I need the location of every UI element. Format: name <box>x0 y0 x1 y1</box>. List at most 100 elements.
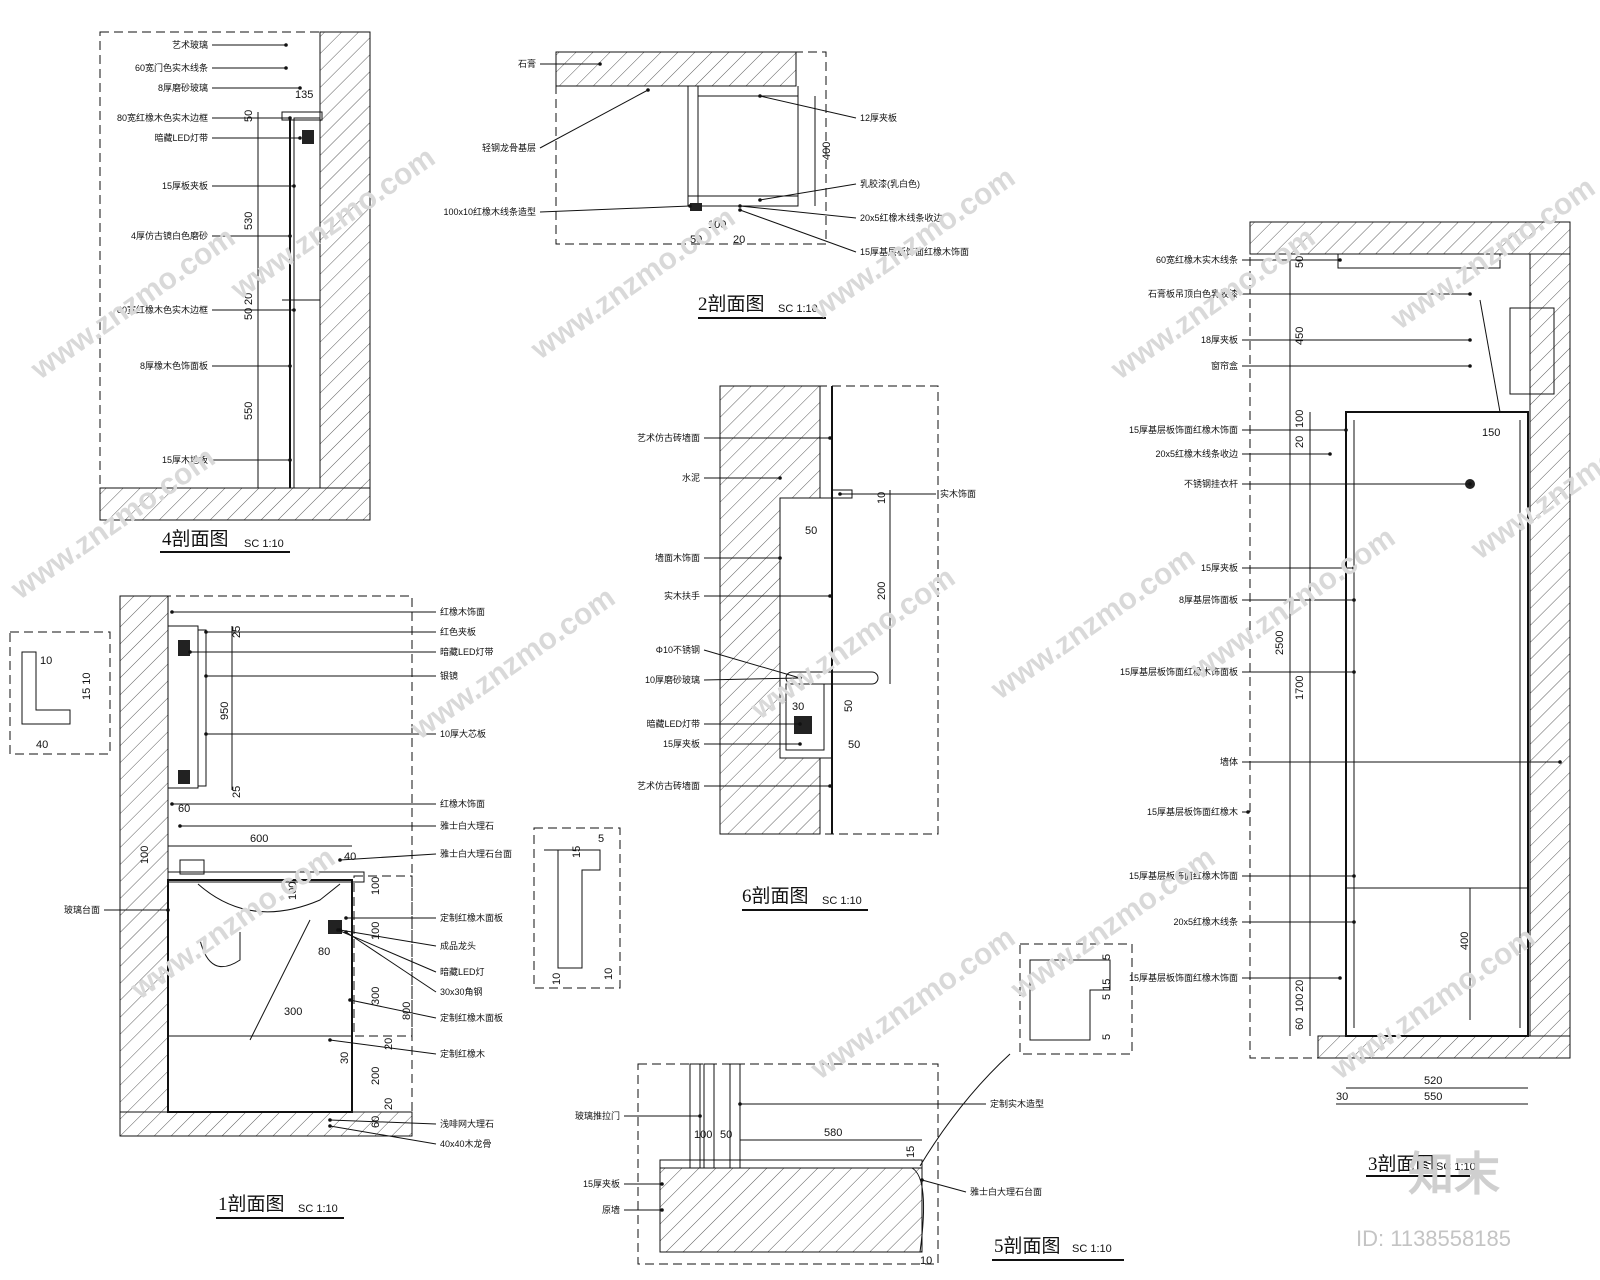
s3-callout: 15厚基层板饰面红橡木饰面 <box>1129 972 1238 983</box>
svg-text:5 15: 5 15 <box>1101 979 1113 1000</box>
leader-dot <box>1328 452 1332 456</box>
leader-dot <box>646 88 650 92</box>
leader-dot <box>798 676 802 680</box>
section-6: 艺术仿古砖墙面水泥墙面木饰面实木扶手Φ10不锈钢10厚磨砂玻璃暗藏LED灯带15… <box>637 385 976 911</box>
s5-callout: 原墙 <box>602 1204 620 1215</box>
svg-text:200: 200 <box>370 1067 382 1085</box>
s6-callout: 15厚夹板 <box>663 738 700 749</box>
leader-dot <box>178 824 182 828</box>
leader-line <box>759 95 857 119</box>
watermark-id: ID: 1138558185 <box>1356 1226 1511 1251</box>
leader-dot <box>1338 258 1342 262</box>
leader-line <box>539 205 691 213</box>
s6-callout: 实木饰面 <box>940 488 976 499</box>
svg-text:1700: 1700 <box>1294 676 1306 700</box>
leader-dot <box>170 802 174 806</box>
s1-callout: 40x40木龙骨 <box>440 1138 492 1149</box>
svg-text:10: 10 <box>551 973 563 985</box>
section-3: 60宽红橡木实木线条石膏板吊顶白色乳胶漆18厚夹板窗帘盒15厚基层板饰面红橡木饰… <box>1120 221 1571 1177</box>
leader-dot <box>1468 292 1472 296</box>
svg-text:5: 5 <box>598 833 604 845</box>
s2-callout: 12厚夹板 <box>860 112 897 123</box>
s1-callout: 定制红橡木 <box>440 1048 485 1059</box>
leader-dot <box>204 630 208 634</box>
leader-dot <box>292 184 296 188</box>
svg-text:100: 100 <box>139 846 151 864</box>
leader-line <box>703 649 801 679</box>
leader-dot <box>288 364 292 368</box>
section-3-scale: SC 1:10 <box>1436 1161 1476 1173</box>
leader-dot <box>778 556 782 560</box>
watermark-brand: 知末 <box>1408 1148 1500 1200</box>
svg-text:200: 200 <box>876 582 888 600</box>
leader-dot <box>298 136 302 140</box>
svg-text:20: 20 <box>383 1038 395 1050</box>
svg-text:100: 100 <box>287 882 299 900</box>
site-watermark: www.znzmo.com <box>524 201 741 367</box>
leader-dot <box>328 1124 332 1128</box>
svg-text:30: 30 <box>1336 1091 1348 1103</box>
s3-callout: 18厚夹板 <box>1201 334 1238 345</box>
leader-line <box>739 205 857 219</box>
svg-text:10: 10 <box>603 968 615 980</box>
leader-dot <box>344 916 348 920</box>
leader-dot <box>920 1178 924 1182</box>
leader-dot <box>1352 566 1356 570</box>
s1-callout: 10厚大芯板 <box>440 728 486 739</box>
s2-callout: 石膏 <box>518 58 536 69</box>
svg-text:100: 100 <box>708 219 726 231</box>
leader-dot <box>1246 810 1250 814</box>
svg-text:400: 400 <box>821 142 833 160</box>
svg-text:50: 50 <box>243 110 255 122</box>
section-4-scale: SC 1:10 <box>244 538 284 550</box>
leader-dot <box>328 1038 332 1042</box>
site-watermark: www.znzmo.com <box>804 921 1021 1087</box>
svg-text:60: 60 <box>1294 1018 1306 1030</box>
s6-callout: 实木扶手 <box>664 590 700 601</box>
svg-text:10: 10 <box>876 492 888 504</box>
svg-text:10: 10 <box>920 1255 932 1267</box>
leader-dot <box>698 1114 702 1118</box>
leader-dot <box>738 208 742 212</box>
svg-text:100: 100 <box>370 922 382 940</box>
section-2-scale: SC 1:10 <box>778 303 818 315</box>
svg-text:25: 25 <box>231 786 243 798</box>
svg-text:5: 5 <box>1101 1034 1113 1040</box>
svg-text:450: 450 <box>1294 327 1306 345</box>
svg-text:5: 5 <box>1101 954 1113 960</box>
s2-callout: 100x10红橡木线条造型 <box>443 206 536 217</box>
s3-callout: 60宽红橡木实木线条 <box>1156 254 1238 265</box>
svg-text:50: 50 <box>848 739 860 751</box>
leader-dot <box>1558 760 1562 764</box>
svg-text:50: 50 <box>690 234 702 246</box>
leader-dot <box>828 436 832 440</box>
leader-line <box>349 999 437 1019</box>
s1-callout: 雅士白大理石 <box>440 820 494 831</box>
leader-dot <box>798 722 802 726</box>
leader-dot <box>660 1208 664 1212</box>
leader-dot <box>828 784 832 788</box>
leader-dot <box>758 94 762 98</box>
svg-text:2500: 2500 <box>1274 631 1286 655</box>
section-6-scale: SC 1:10 <box>822 895 862 907</box>
section-3-title: 3剖面图 <box>1368 1153 1435 1175</box>
leader-dot <box>688 204 692 208</box>
leader-dot <box>778 476 782 480</box>
svg-text:800: 800 <box>401 1002 413 1020</box>
s2-callout: 乳胶漆(乳白色) <box>860 178 920 189</box>
leader-line <box>329 1119 437 1125</box>
s4-callout: 15厚木地板 <box>162 454 208 465</box>
s2-callout: 20x5红橡木线条收边 <box>860 212 943 223</box>
leader-dot <box>166 908 170 912</box>
leader-dot <box>1338 976 1342 980</box>
leader-line <box>339 929 437 947</box>
section-1-title: 1剖面图 <box>218 1193 285 1215</box>
leader-line <box>739 209 857 253</box>
leader-line <box>703 677 801 681</box>
svg-text:100: 100 <box>1294 410 1306 428</box>
svg-text:15: 15 <box>571 846 583 858</box>
svg-text:30: 30 <box>792 701 804 713</box>
leader-dot <box>1468 482 1472 486</box>
s3-callout: 15厚基层板饰面红橡木饰面 <box>1129 424 1238 435</box>
